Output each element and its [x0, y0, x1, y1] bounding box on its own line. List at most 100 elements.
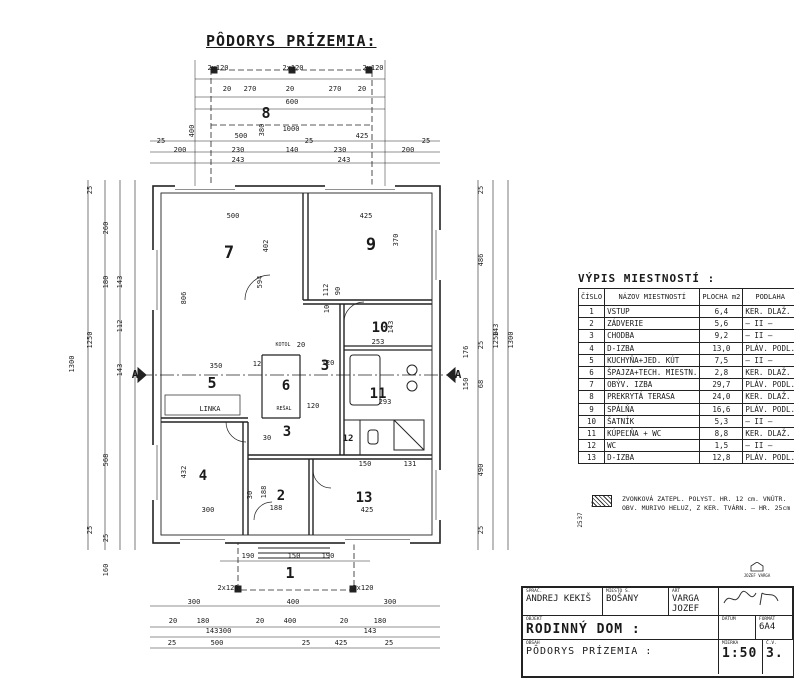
format-cell: FORMÁT 6A4 [756, 616, 793, 640]
room-schedule-caption: VÝPIS MIESTNOSTÍ : [578, 272, 716, 285]
dimension-label: 143 [387, 321, 395, 334]
dimension-label: 568 [102, 454, 110, 467]
title-block: JOZEF VARGA SPRAC. ANDREJ KEKIŠ MIESTO S… [521, 561, 794, 678]
scale-label: MIERKA [722, 641, 739, 646]
dimension-label: 1300 [68, 356, 76, 373]
label-resal: REŠAL [276, 405, 291, 412]
dimension-label: 300 [219, 627, 232, 635]
room-schedule: VÝPIS MIESTNOSTÍ : ČÍSLO NÁZOV MIESTNOST… [577, 272, 794, 465]
room-area-cell: 8,8 [699, 426, 744, 441]
dimension-label: 400 [284, 617, 297, 625]
porch-outline [237, 542, 355, 591]
dimension-label: 25 [86, 186, 94, 194]
room-number: 3 [283, 424, 291, 440]
logo-text: JOZEF VARGA [743, 572, 771, 578]
dimension-label: 68 [477, 380, 485, 388]
object-value: RODINNÝ DOM : [526, 622, 641, 637]
room-name-cell: VSTUP [604, 304, 701, 319]
dimension-label: 25 [86, 526, 94, 534]
sheet-cell: Č.V. 3. [763, 640, 793, 674]
dimension-label: 180 [197, 617, 210, 625]
door-swing [253, 501, 273, 521]
dimension-label: 425 [356, 132, 369, 140]
dimension-label: 425 [360, 212, 373, 220]
legend-dimension: 37 [577, 512, 584, 520]
dimension-label: 20 [286, 85, 294, 93]
room-number: 13 [356, 490, 373, 506]
drawing-label: OBSAH [526, 641, 540, 646]
dimension-label: 270 [244, 85, 257, 93]
dimension-label: 270 [329, 85, 342, 93]
dimension-label: 188 [270, 504, 283, 512]
toilet [367, 429, 379, 445]
architect-value: VARGA JOZEF [672, 594, 700, 614]
scale-value: 1:50 [722, 646, 758, 661]
drawing-value: PÔDORYS PRÍZEMIA : [526, 646, 653, 657]
door-swing [312, 469, 332, 489]
dimension-label: 190 [322, 552, 335, 560]
label-kotol: KOTOL [275, 342, 290, 348]
dimension-label: 200 [402, 146, 415, 154]
dimension-label: 500 [227, 212, 240, 220]
room-floor-cell: KER. DLAŽ. [742, 304, 794, 319]
room-area-cell: 1,5 [699, 439, 744, 453]
room-name-cell: D-IZBA [604, 341, 701, 355]
author-value: ANDREJ KEKIŠ [526, 594, 592, 604]
dimension-label: 230 [232, 146, 245, 154]
dimension-label: 20 [169, 617, 177, 625]
room-number-cell: 3 [577, 329, 606, 343]
dimension-label: 20 [340, 617, 348, 625]
room-floor-cell: PLÁV. PODL. [742, 378, 794, 392]
porch-column-right [349, 585, 357, 593]
dimension-label: 25 [168, 639, 176, 647]
room-area-cell: 13,0 [699, 341, 744, 355]
dimension-label: 253 [372, 338, 385, 346]
room-area-cell: 29,7 [699, 378, 744, 392]
dimension-label: 30 [246, 491, 254, 499]
signature-icon [723, 590, 779, 606]
date-label: DÁTUM [722, 617, 736, 622]
dimension-label: 2x120 [282, 64, 303, 72]
dimension-label: 143 [206, 627, 219, 635]
dimension-label: 300 [384, 598, 397, 606]
dimension-label: 1250 [86, 332, 94, 349]
hatch-swatch [592, 495, 612, 507]
section-label-right: A [455, 368, 462, 381]
room-number: 12 [343, 434, 354, 444]
room-floor-cell: KER. DLAŽ. [742, 365, 794, 380]
dimension-label: 25 [477, 526, 485, 534]
room-floor-cell: PLÁV. PODL. [742, 451, 794, 465]
scale-cell: MIERKA 1:50 [719, 640, 763, 674]
room-area-cell: 24,0 [699, 390, 744, 404]
room-name-cell: ŠATNÍK [604, 414, 701, 428]
format-label: FORMÁT [759, 617, 776, 622]
dimension-label: 20 [256, 617, 264, 625]
room-number: 2 [277, 488, 285, 504]
header-number: ČÍSLO [577, 288, 606, 306]
room-area-cell: 2,8 [699, 365, 744, 380]
dimension-label: 12 [253, 360, 261, 368]
dimension-label: 143 [364, 627, 377, 635]
dimension-label: 2x120 [362, 64, 383, 72]
terrace-outline [210, 69, 373, 187]
dimension-label: 190 [242, 552, 255, 560]
room-number: 8 [261, 104, 270, 122]
shower-diagonal [393, 419, 425, 451]
dimension-label: 160 [102, 564, 110, 577]
dimension-label: 230 [334, 146, 347, 154]
room-number: 6 [282, 378, 290, 394]
terrace-column-right [365, 66, 373, 74]
room-floor-cell: – II – [742, 439, 794, 453]
door-swing [343, 301, 365, 323]
place-cell: MIESTO S. BOŠANY [603, 588, 669, 616]
washbasin [406, 364, 418, 376]
room-number-cell: 9 [577, 402, 606, 416]
